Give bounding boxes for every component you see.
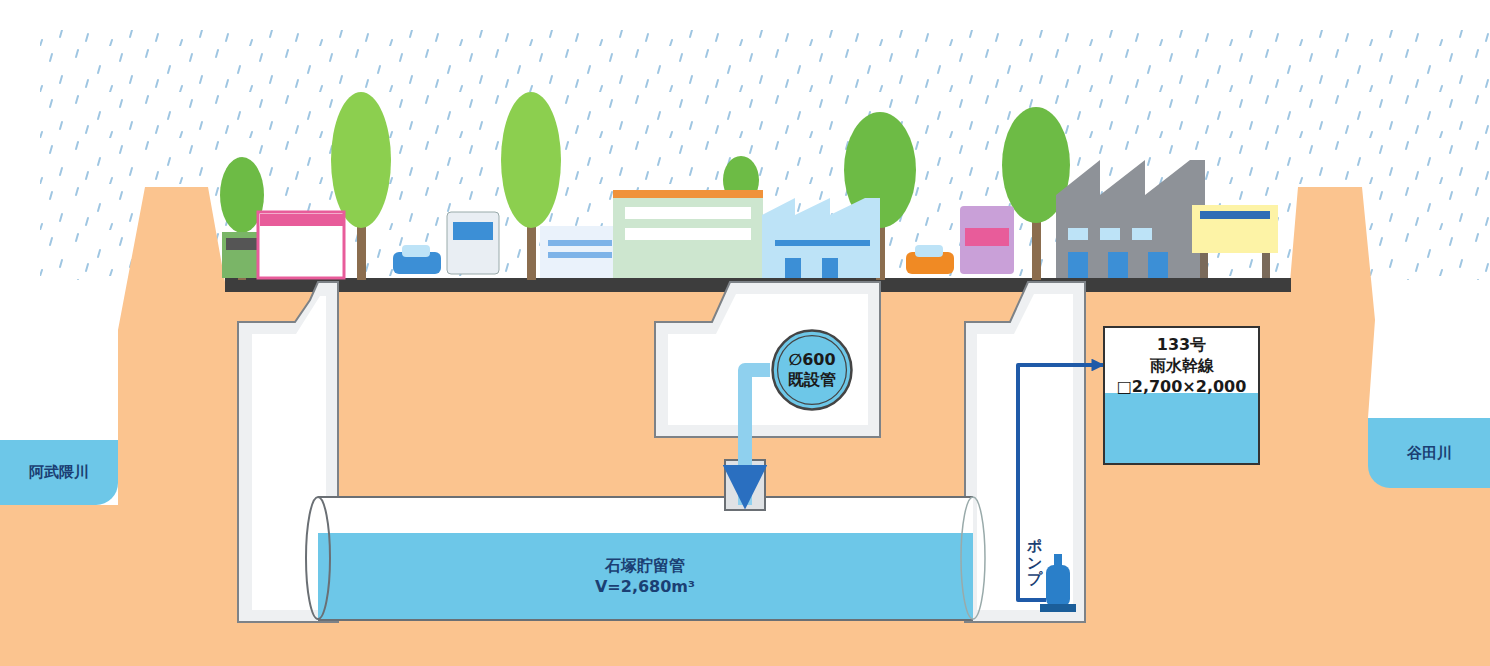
storage-pipe-label: 石塚貯留管V=2,680m³ xyxy=(330,533,960,619)
trunk-sewer-box: 133号雨水幹線□2,700×2,000 xyxy=(1103,326,1260,465)
node-text: 谷田川 xyxy=(1407,444,1452,463)
storage-pipe xyxy=(306,460,985,620)
node-text: ∅600 xyxy=(788,350,835,370)
river-band: 谷田川 xyxy=(1368,418,1490,488)
node-text: 石塚貯留管 xyxy=(605,555,685,576)
node-text: 既設管 xyxy=(788,370,836,390)
flow-arrow xyxy=(1018,365,1103,600)
node-text: □2,700×2,000 xyxy=(1117,376,1247,397)
vehicles xyxy=(393,206,1014,274)
pump-symbol xyxy=(1040,554,1076,612)
river-band: 阿武隈川 xyxy=(0,440,118,505)
node-text: 阿武隈川 xyxy=(29,463,89,482)
flow-arrow xyxy=(745,370,770,505)
node-text: 133号 xyxy=(1157,334,1206,355)
node-text: V=2,680m³ xyxy=(595,576,695,597)
ground xyxy=(0,187,1490,666)
buildings xyxy=(222,160,1278,278)
shafts xyxy=(238,282,1085,622)
trees xyxy=(220,92,1070,280)
pump-label: ポンプ xyxy=(1027,538,1042,588)
node-text: 雨水幹線 xyxy=(1150,355,1214,376)
rain xyxy=(40,30,1490,280)
existing-pipe-circle: ∅600既設管 xyxy=(770,328,854,412)
